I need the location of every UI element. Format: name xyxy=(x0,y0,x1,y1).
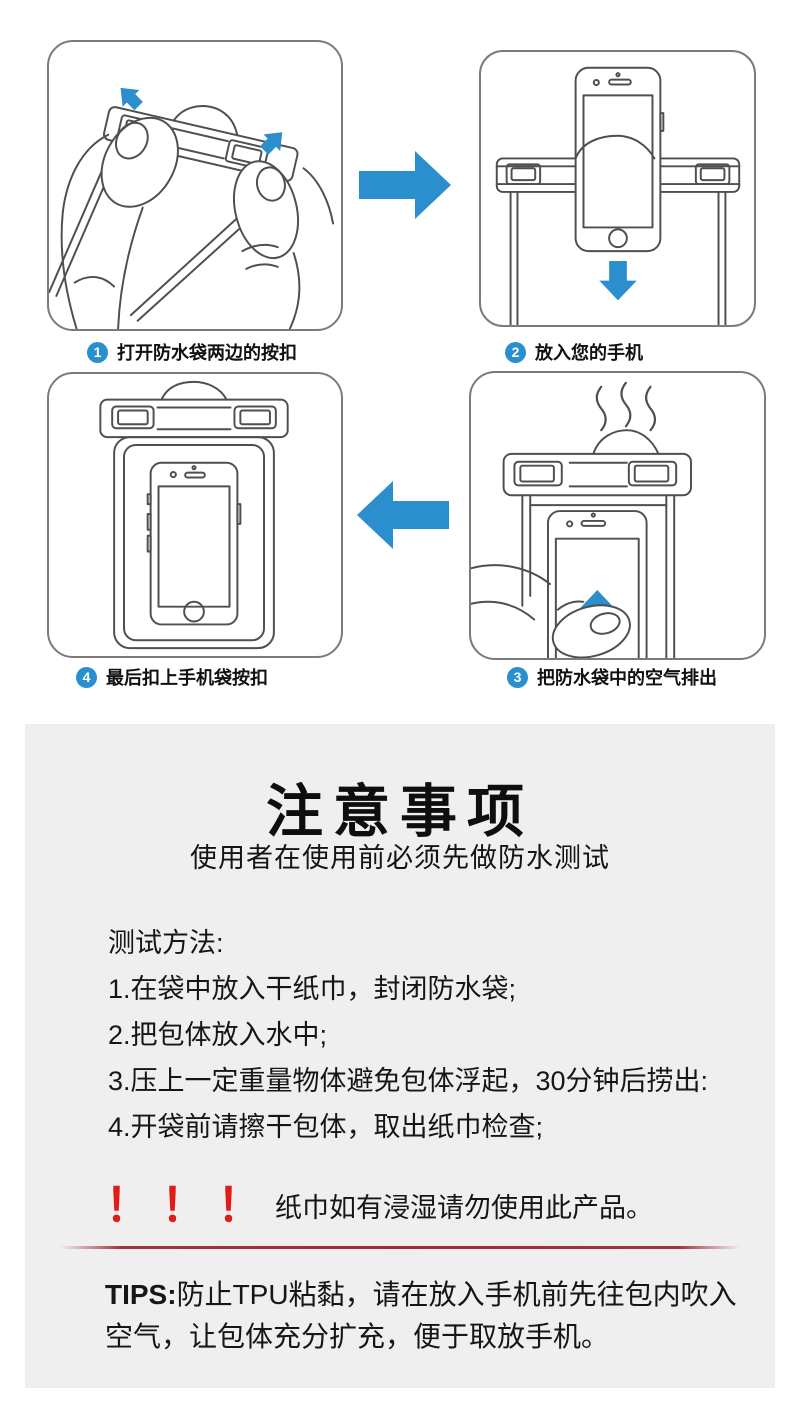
step2-illustration-insert-phone xyxy=(479,50,756,327)
step2-number-badge: 2 xyxy=(505,341,526,363)
red-divider xyxy=(60,1246,740,1249)
open-buckles-sketch xyxy=(49,87,335,329)
step4-number-badge: 4 xyxy=(76,666,97,688)
arrow-up-right-icon xyxy=(259,132,283,155)
notice-title: 注意事项 xyxy=(266,780,534,844)
warning-row: ！！！ 纸巾如有浸湿请勿使用此产品。 xyxy=(105,1182,653,1228)
tips-paragraph: TIPS:防止TPU粘黏，请在放入手机前先往包内吹入空气，让包体充分扩充，便于取… xyxy=(105,1274,753,1358)
step1-illustration-open-buckles xyxy=(47,40,343,331)
notice-subtitle: 使用者在使用前必须先做防水测试 xyxy=(190,843,610,873)
step3-number-badge: 3 xyxy=(507,666,528,688)
test-method-step: 1.在袋中放入干纸巾，封闭防水袋; xyxy=(108,974,517,1004)
insert-phone-sketch xyxy=(495,66,741,325)
step2-caption-label: 放入您的手机 xyxy=(535,343,643,363)
test-method-heading: 测试方法: xyxy=(108,928,224,958)
step2-caption: 2 放入您的手机 xyxy=(505,339,643,365)
test-method-block: 测试方法: 1.在袋中放入干纸巾，封闭防水袋; 2.把包体放入水中; 3.压上一… xyxy=(108,920,708,1150)
arrow-up-left-icon xyxy=(120,87,143,111)
step3-caption-label: 把防水袋中的空气排出 xyxy=(537,668,717,688)
step4-caption-label: 最后扣上手机袋按扣 xyxy=(106,668,268,688)
tips-label: TIPS: xyxy=(105,1279,177,1310)
test-method-step: 4.开袋前请擦干包体，取出纸巾检查; xyxy=(108,1112,544,1142)
arrow-down-icon xyxy=(599,260,637,301)
warning-text: 纸巾如有浸湿请勿使用此产品。 xyxy=(275,1193,653,1223)
tips-text: 防止TPU粘黏，请在放入手机前先往包内吹入空气，让包体充分扩充，便于取放手机。 xyxy=(105,1279,737,1352)
notice-section: 注意事项 使用者在使用前必须先做防水测试 测试方法: 1.在袋中放入干纸巾，封闭… xyxy=(25,724,775,1388)
warning-exclamation-marks: ！！！ xyxy=(105,1179,273,1231)
test-method-step: 2.把包体放入水中; xyxy=(108,1020,328,1050)
step3-illustration-squeeze-air xyxy=(469,371,766,660)
step4-illustration-closed-pouch xyxy=(47,372,343,658)
closed-pouch-sketch xyxy=(99,380,289,650)
squeeze-air-sketch xyxy=(471,381,692,658)
arrow-right-icon xyxy=(359,151,451,219)
step4-caption: 4 最后扣上手机袋按扣 xyxy=(76,664,268,690)
step1-number-badge: 1 xyxy=(87,341,108,363)
arrow-left-icon xyxy=(357,481,449,549)
step1-caption-label: 打开防水袋两边的按扣 xyxy=(117,343,297,363)
test-method-step: 3.压上一定重量物体避免包体浮起，30分钟后捞出: xyxy=(108,1066,709,1096)
step1-caption: 1 打开防水袋两边的按扣 xyxy=(87,339,297,365)
step3-caption: 3 把防水袋中的空气排出 xyxy=(507,664,717,690)
